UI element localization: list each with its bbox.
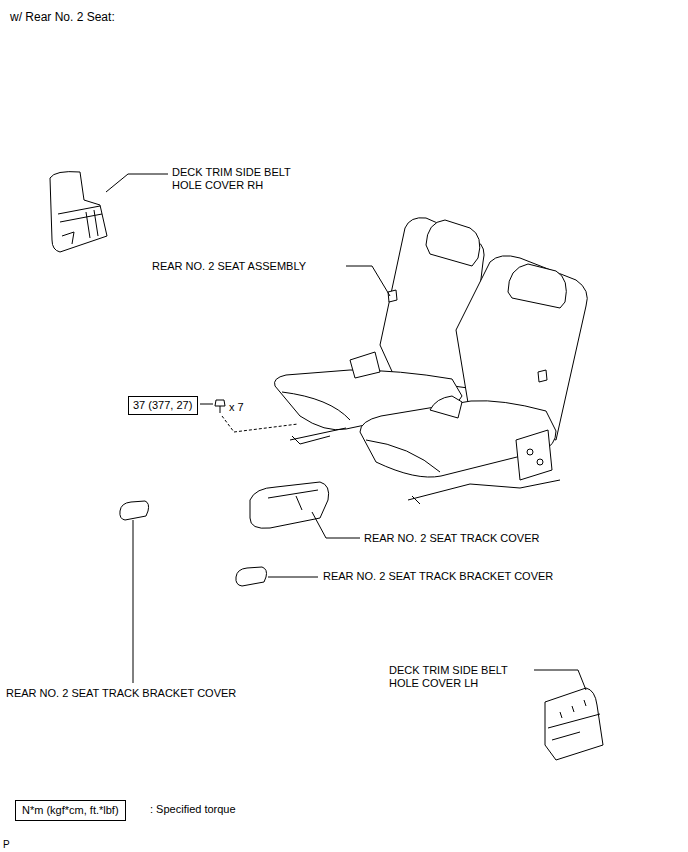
belt-hole-cover-lh xyxy=(545,688,603,760)
leader-line xyxy=(534,670,586,690)
bolt-hole xyxy=(527,449,533,455)
box-text: N*m (kgf*cm, ft.*lbf) xyxy=(22,804,119,817)
heading: w/ Rear No. 2 Seat: xyxy=(10,10,115,25)
leader-line xyxy=(346,266,390,296)
seat-lever xyxy=(388,290,547,382)
page-mark: P xyxy=(3,838,10,851)
bracket-cover xyxy=(236,567,267,586)
leader-line xyxy=(268,577,318,578)
headrest-left xyxy=(426,220,480,266)
seat-seam xyxy=(282,392,350,420)
part-name: DECK TRIM SIDE BELT HOLE COVER RH xyxy=(172,166,312,192)
seat-hinge xyxy=(350,352,380,378)
cover-detail xyxy=(548,700,600,740)
torque-box: 37 (377, 27) xyxy=(128,396,198,415)
bolt-hole xyxy=(537,459,543,465)
legend-box: N*m (kgf*cm, ft.*lbf) xyxy=(15,800,126,821)
leader-line xyxy=(312,512,360,538)
box-text: 37 (377, 27) xyxy=(133,399,193,412)
headrest-right xyxy=(508,264,566,308)
part-name: REAR NO. 2 SEAT TRACK COVER xyxy=(364,532,539,545)
quantity: x 7 xyxy=(229,401,244,414)
seat-leg-bracket xyxy=(516,430,552,480)
seat-track xyxy=(290,428,346,444)
cover-detail xyxy=(268,490,318,510)
part-name: DECK TRIM SIDE BELT HOLE COVER LH xyxy=(389,664,529,690)
part-name: REAR NO. 2 SEAT ASSEMBLY xyxy=(152,260,306,273)
leader-line xyxy=(200,404,213,405)
seat-seam xyxy=(366,440,440,472)
leader-line xyxy=(133,520,134,683)
part-name: REAR NO. 2 SEAT TRACK BRACKET COVER xyxy=(6,687,236,700)
seat-belt-buckle xyxy=(430,396,462,418)
legend-text: : Specified torque xyxy=(150,803,236,816)
bracket-cover xyxy=(120,501,149,520)
bolt-shank xyxy=(220,406,221,413)
dashed-leader xyxy=(222,416,298,432)
part-name: REAR NO. 2 SEAT TRACK BRACKET COVER xyxy=(323,570,553,583)
bolt-head xyxy=(215,400,225,406)
belt-hole-cover-rh xyxy=(50,172,107,252)
leader-line xyxy=(106,174,168,192)
cover-detail xyxy=(58,206,102,244)
seat-track xyxy=(408,480,560,504)
